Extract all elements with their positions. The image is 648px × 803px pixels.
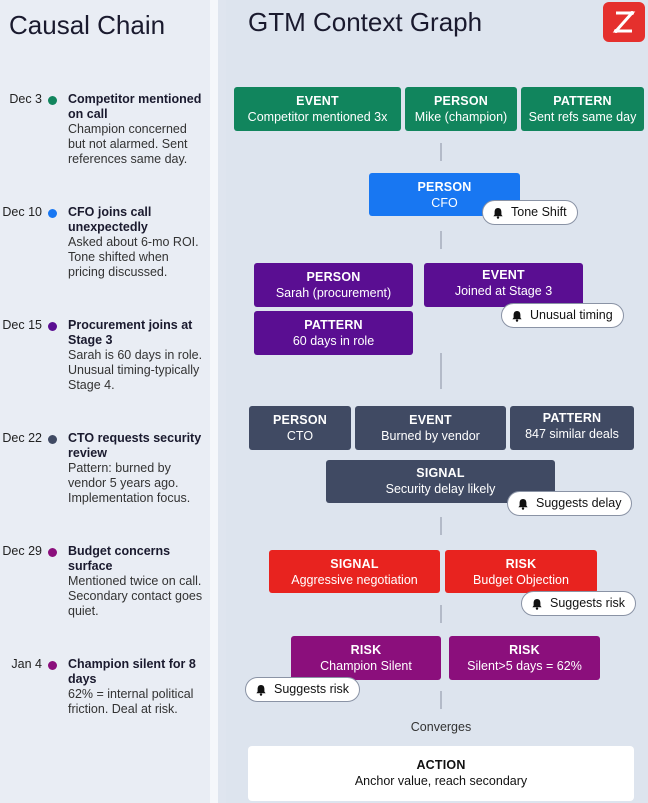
timeline-desc: 62% = internal political friction. Deal … (68, 687, 194, 716)
node-type: PATTERN (553, 94, 612, 108)
node-label: Aggressive negotiation (291, 573, 418, 587)
node-type: RISK (350, 643, 382, 657)
suggests-risk-badge[interactable]: Suggests risk (245, 677, 361, 702)
bell-icon (512, 311, 522, 322)
timeline-date: Dec 22 (2, 431, 42, 445)
timeline-title: Champion silent for 8 days (68, 657, 196, 686)
timeline-dot-icon (48, 322, 57, 331)
timeline-desc: Champion concerned but not alarmed. Sent… (68, 122, 188, 166)
action-node[interactable]: ACTION Anchor value, reach secondary (248, 746, 634, 801)
connector-line (440, 517, 442, 535)
person-node[interactable]: PERSON Mike (champion) (405, 87, 517, 131)
connector-line (440, 691, 442, 709)
pattern-node[interactable]: PATTERN 847 similar deals (510, 406, 634, 450)
node-label: CTO (286, 429, 314, 443)
suggests-delay-badge[interactable]: Suggests delay (507, 491, 633, 516)
node-label: Sarah (procurement) (275, 286, 392, 300)
timeline-date: Dec 29 (2, 544, 42, 558)
connector-line (440, 231, 442, 249)
timeline-date: Jan 4 (11, 657, 42, 671)
pattern-node[interactable]: PATTERN 60 days in role (254, 311, 413, 355)
connector-line (440, 143, 442, 161)
tone-shift-badge[interactable]: Tone Shift (482, 200, 578, 225)
node-label: Anchor value, reach secondary (354, 774, 528, 788)
person-node-sarah[interactable]: PERSON Sarah (procurement) (254, 263, 413, 307)
node-label: Budget Objection (473, 573, 569, 587)
node-label: CFO (431, 196, 458, 210)
timeline-date: Dec 15 (2, 318, 42, 332)
event-node[interactable]: EVENT Joined at Stage 3 (424, 263, 583, 307)
timeline-dot-icon (48, 435, 57, 444)
node-type: EVENT (409, 413, 452, 427)
pattern-node[interactable]: PATTERN Sent refs same day (521, 87, 644, 131)
node-type: PERSON (273, 413, 327, 427)
bell-icon (518, 499, 528, 510)
timeline-desc: Pattern: burned by vendor 5 years ago. I… (68, 461, 191, 505)
node-label: Sent refs same day (528, 110, 637, 124)
unusual-timing-badge[interactable]: Unusual timing (501, 303, 624, 328)
connector-line (440, 353, 442, 389)
node-type: SIGNAL (330, 557, 379, 571)
timeline-title: Budget concerns surface (68, 544, 171, 573)
suggests-risk-badge[interactable]: Suggests risk (521, 591, 637, 616)
node-type: SIGNAL (416, 466, 465, 480)
node-type: EVENT (296, 94, 339, 108)
node-type: PATTERN (542, 411, 602, 425)
converges-label: Converges (410, 720, 472, 734)
timeline-dot-icon (48, 209, 57, 218)
node-label: Competitor mentioned 3x (247, 110, 388, 124)
node-type: PERSON (417, 180, 472, 194)
context-graph-title: GTM Context Graph (248, 7, 483, 37)
node-label: 847 similar deals (525, 427, 619, 441)
node-type: ACTION (416, 758, 466, 772)
badge-label: Tone Shift (511, 205, 567, 219)
node-label: Joined at Stage 3 (454, 284, 553, 298)
node-label: Mike (champion) (414, 110, 508, 124)
causal-chain-panel (0, 0, 210, 803)
badge-label: Suggests risk (274, 682, 350, 696)
timeline-dot-icon (48, 548, 57, 557)
timeline-title: Procurement joins at Stage 3 (68, 318, 193, 347)
risk-node-silent[interactable]: RISK Silent>5 days = 62% (449, 636, 600, 680)
risk-node-budget[interactable]: RISK Budget Objection (445, 550, 597, 593)
node-type: RISK (509, 643, 540, 657)
risk-node-champion[interactable]: RISK Champion Silent (291, 636, 441, 680)
bell-icon (532, 599, 542, 610)
timeline-dot-icon (48, 96, 57, 105)
timeline-title: Competitor mentioned on call (68, 92, 202, 121)
signal-node[interactable]: SIGNAL Aggressive negotiation (269, 550, 440, 593)
bell-icon (493, 208, 503, 219)
timeline-desc: Mentioned twice on call. Secondary conta… (68, 574, 203, 618)
node-type: PERSON (434, 94, 488, 108)
node-label: Burned by vendor (381, 429, 480, 443)
node-label: 60 days in role (292, 334, 375, 348)
timeline-desc: Asked about 6-mo ROI. Tone shifted when … (68, 235, 199, 279)
node-label: Champion Silent (320, 659, 412, 673)
bell-icon (256, 685, 266, 696)
causal-chain-title: Causal Chain (9, 10, 166, 40)
person-node-cto[interactable]: PERSON CTO (249, 406, 351, 450)
node-type: PERSON (306, 270, 361, 284)
timeline-title: CFO joins call unexpectedly (68, 205, 152, 234)
event-node[interactable]: EVENT Burned by vendor (355, 406, 506, 450)
node-label: Security delay likely (385, 482, 496, 496)
panel-divider (210, 0, 218, 803)
timeline-date: Dec 3 (9, 92, 42, 106)
timeline-title: CTO requests security review (68, 431, 202, 460)
node-type: EVENT (482, 268, 525, 282)
connector-line (440, 605, 442, 623)
event-node[interactable]: EVENT Competitor mentioned 3x (234, 87, 401, 131)
node-label: Silent>5 days = 62% (467, 659, 582, 673)
node-type: RISK (505, 557, 537, 571)
timeline-dot-icon (48, 661, 57, 670)
logo-icon (603, 2, 645, 42)
badge-label: Suggests risk (550, 596, 626, 610)
timeline-desc: Sarah is 60 days in role. Unusual timing… (68, 348, 203, 392)
badge-label: Unusual timing (530, 308, 613, 322)
node-type: PATTERN (304, 318, 363, 332)
timeline-date: Dec 10 (2, 205, 42, 219)
badge-label: Suggests delay (536, 496, 622, 510)
